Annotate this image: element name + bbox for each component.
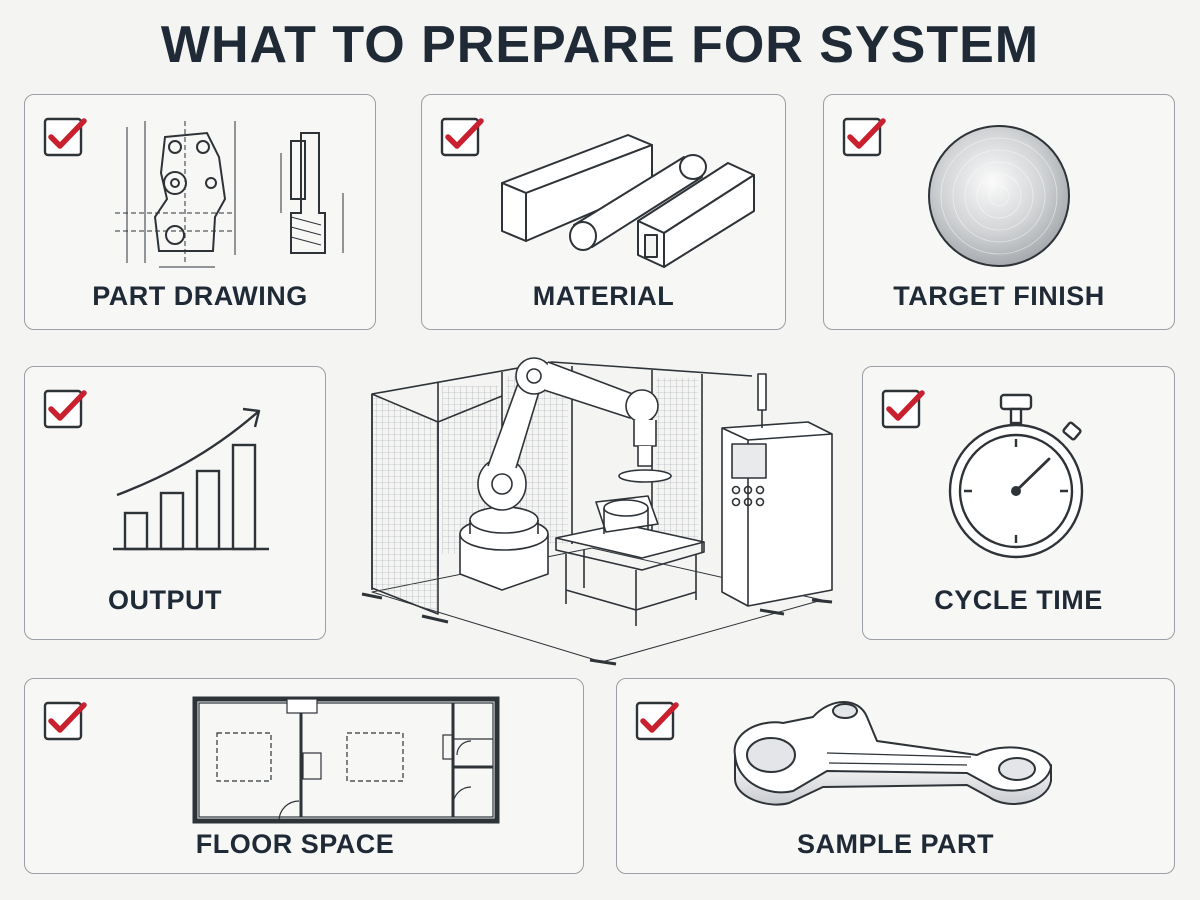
checkbox-checked-icon[interactable] (842, 115, 886, 159)
checkbox-checked-icon[interactable] (43, 387, 87, 431)
card-sample-part: SAMPLE PART (616, 678, 1175, 874)
card-label: MATERIAL (532, 281, 675, 311)
card-target-finish: TARGET FINISH (823, 94, 1175, 330)
card-cycle-time: CYCLE TIME (862, 366, 1175, 640)
checkbox-checked-icon[interactable] (43, 699, 87, 743)
card-label: SAMPLE PART (796, 829, 994, 859)
checkbox-checked-icon[interactable] (43, 115, 87, 159)
growth-bar-chart-icon (113, 407, 269, 551)
technical-drawing-icon (115, 121, 344, 268)
card-material: MATERIAL (421, 94, 786, 330)
card-floor-space: FLOOR SPACE (24, 678, 584, 874)
floor-plan-icon (192, 696, 500, 824)
stopwatch-icon (948, 393, 1084, 559)
stock-material-icon (501, 134, 755, 268)
card-output: OUTPUT (24, 366, 326, 640)
card-label: OUTPUT (108, 585, 222, 615)
card-label: CYCLE TIME (934, 585, 1103, 615)
card-label: PART DRAWING (92, 281, 308, 311)
card-label: TARGET FINISH (893, 281, 1105, 311)
robotic-workcell-illustration (361, 357, 833, 666)
polished-disc-icon (928, 125, 1070, 267)
card-label: FLOOR SPACE (195, 829, 395, 859)
card-part-drawing: PART DRAWING (24, 94, 376, 330)
checkbox-checked-icon[interactable] (440, 115, 484, 159)
checkbox-checked-icon[interactable] (881, 387, 925, 431)
checkbox-checked-icon[interactable] (635, 699, 679, 743)
connecting-rod-part-icon (733, 701, 1052, 806)
